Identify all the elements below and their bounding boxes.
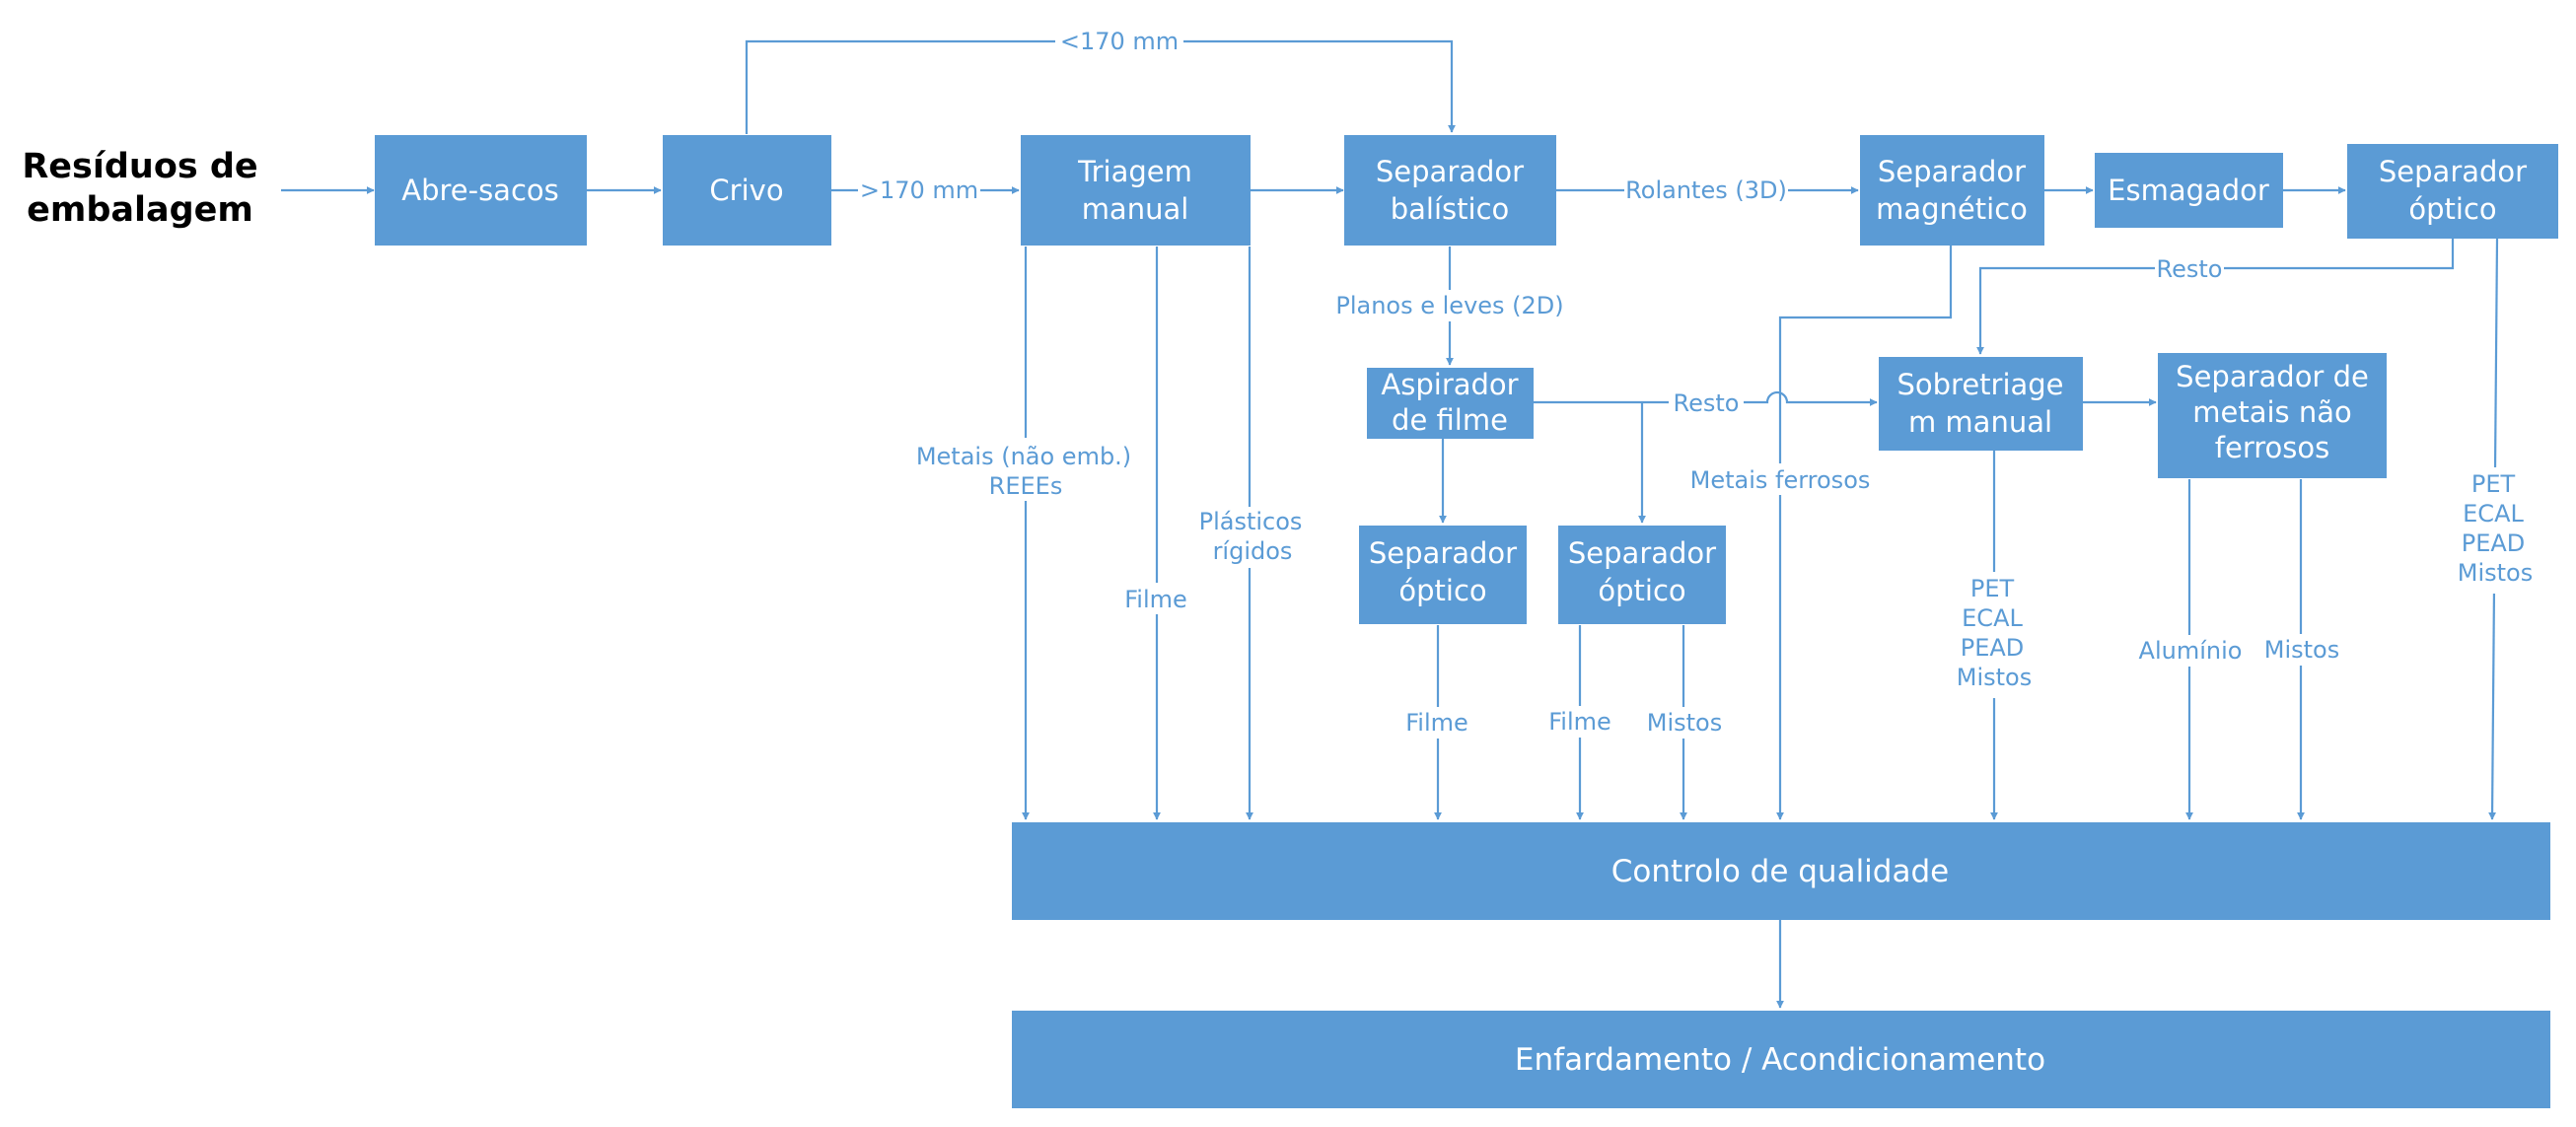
node-separador-balistico: Separador balístico bbox=[1344, 135, 1556, 246]
node-abre-sacos: Abre-sacos bbox=[375, 135, 587, 246]
node-naoferrosos-label-line2: metais não bbox=[2192, 395, 2352, 429]
node-optico-a-label-line2: óptico bbox=[1398, 574, 1486, 607]
label-filme-optico-b: Filme bbox=[1548, 708, 1611, 736]
node-naoferrosos-label-line3: ferrosos bbox=[2215, 431, 2329, 464]
label-rolantes: Rolantes (3D) bbox=[1625, 176, 1787, 204]
flow-labels: <170 mm >170 mm Rolantes (3D) Planos e l… bbox=[858, 26, 2537, 739]
node-enfardamento-label: Enfardamento / Acondicionamento bbox=[1515, 1042, 2045, 1078]
node-aspirador-filme: Aspirador de filme bbox=[1367, 368, 1534, 439]
node-optico-b-label-line2: óptico bbox=[1598, 574, 1685, 607]
node-separador-optico-b: Separador óptico bbox=[1558, 526, 1726, 624]
node-naoferrosos-label-line1: Separador de bbox=[2176, 360, 2369, 393]
node-separador-optico-top: Separador óptico bbox=[2347, 144, 2558, 239]
node-aspirador-label-line2: de filme bbox=[1392, 403, 1508, 437]
label-opt-pet: PET bbox=[2471, 470, 2516, 498]
node-optico-a-label-line1: Separador bbox=[1369, 536, 1517, 570]
label-lt170: <170 mm bbox=[1060, 28, 1179, 55]
label-opt-mistos: Mistos bbox=[2458, 559, 2533, 587]
label-aluminio: Alumínio bbox=[2139, 637, 2243, 665]
node-balistico-label-line1: Separador bbox=[1376, 155, 1524, 188]
label-metais-line1: Metais (não emb.) bbox=[916, 443, 1131, 470]
label-mistos-naoferrosos: Mistos bbox=[2264, 636, 2339, 664]
label-resto-top: Resto bbox=[2157, 255, 2223, 283]
node-magnetico-label-line1: Separador bbox=[1878, 155, 2026, 188]
label-metais-ferrosos: Metais ferrosos bbox=[1690, 466, 1871, 494]
arrow-magnetico-to-controlo bbox=[1776, 245, 1953, 820]
label-planos-leves: Planos e leves (2D) bbox=[1335, 292, 1563, 319]
node-separador-nao-ferrosos: Separador de metais não ferrosos bbox=[2158, 353, 2387, 478]
node-magnetico-label-line2: magnético bbox=[1876, 192, 2028, 226]
label-filme-triagem: Filme bbox=[1124, 586, 1187, 613]
label-sobre-pet: PET bbox=[1970, 575, 2015, 602]
node-esmagador: Esmagador bbox=[2095, 153, 2283, 228]
node-triagem-manual: Triagem manual bbox=[1021, 135, 1251, 246]
node-crivo-label: Crivo bbox=[709, 174, 783, 207]
source-title-line1: Resíduos de bbox=[22, 147, 257, 186]
node-balistico-label-line2: balístico bbox=[1391, 192, 1510, 226]
node-separador-magnetico: Separador magnético bbox=[1860, 135, 2044, 246]
node-triagem-label-line1: Triagem bbox=[1077, 155, 1192, 188]
source-label: Resíduos de embalagem bbox=[22, 147, 257, 230]
node-optico-b-label-line1: Separador bbox=[1568, 536, 1716, 570]
node-sobretriagem-label-line1: Sobretriage bbox=[1896, 368, 2063, 401]
label-plasticos-line1: Plásticos bbox=[1199, 508, 1303, 535]
label-plasticos-line2: rígidos bbox=[1213, 537, 1293, 565]
label-sobre-pead: PEAD bbox=[1961, 634, 2025, 662]
arrow-aspirador-to-sobretriagem bbox=[1534, 390, 1878, 406]
label-metais-line2: REEEs bbox=[989, 472, 1063, 500]
node-optico-top-label-line1: Separador bbox=[2379, 155, 2527, 188]
node-controlo-label: Controlo de qualidade bbox=[1611, 854, 1949, 889]
node-sobretriagem-label-line2: m manual bbox=[1908, 405, 2052, 439]
label-opt-ecal: ECAL bbox=[2463, 500, 2524, 528]
node-abre-sacos-label: Abre-sacos bbox=[401, 174, 559, 207]
node-sobretriagem-manual: Sobretriage m manual bbox=[1879, 357, 2083, 451]
node-esmagador-label: Esmagador bbox=[2108, 174, 2269, 207]
label-gt170: >170 mm bbox=[860, 176, 978, 204]
label-opt-pead: PEAD bbox=[2462, 529, 2526, 557]
source-title-line2: embalagem bbox=[27, 190, 253, 230]
label-sobre-mistos: Mistos bbox=[1957, 664, 2032, 691]
node-aspirador-label-line1: Aspirador bbox=[1381, 368, 1518, 401]
label-mistos-optico-b: Mistos bbox=[1647, 709, 1722, 737]
label-filme-optico-a: Filme bbox=[1405, 709, 1468, 737]
node-triagem-label-line2: manual bbox=[1082, 192, 1189, 226]
label-sobre-ecal: ECAL bbox=[1962, 604, 2023, 632]
node-enfardamento: Enfardamento / Acondicionamento bbox=[1012, 1011, 2550, 1108]
node-crivo: Crivo bbox=[663, 135, 831, 246]
node-separador-optico-a: Separador óptico bbox=[1359, 526, 1527, 624]
label-resto-mid: Resto bbox=[1674, 389, 1740, 417]
node-optico-top-label-line2: óptico bbox=[2408, 192, 2496, 226]
node-controlo-qualidade: Controlo de qualidade bbox=[1012, 822, 2550, 920]
